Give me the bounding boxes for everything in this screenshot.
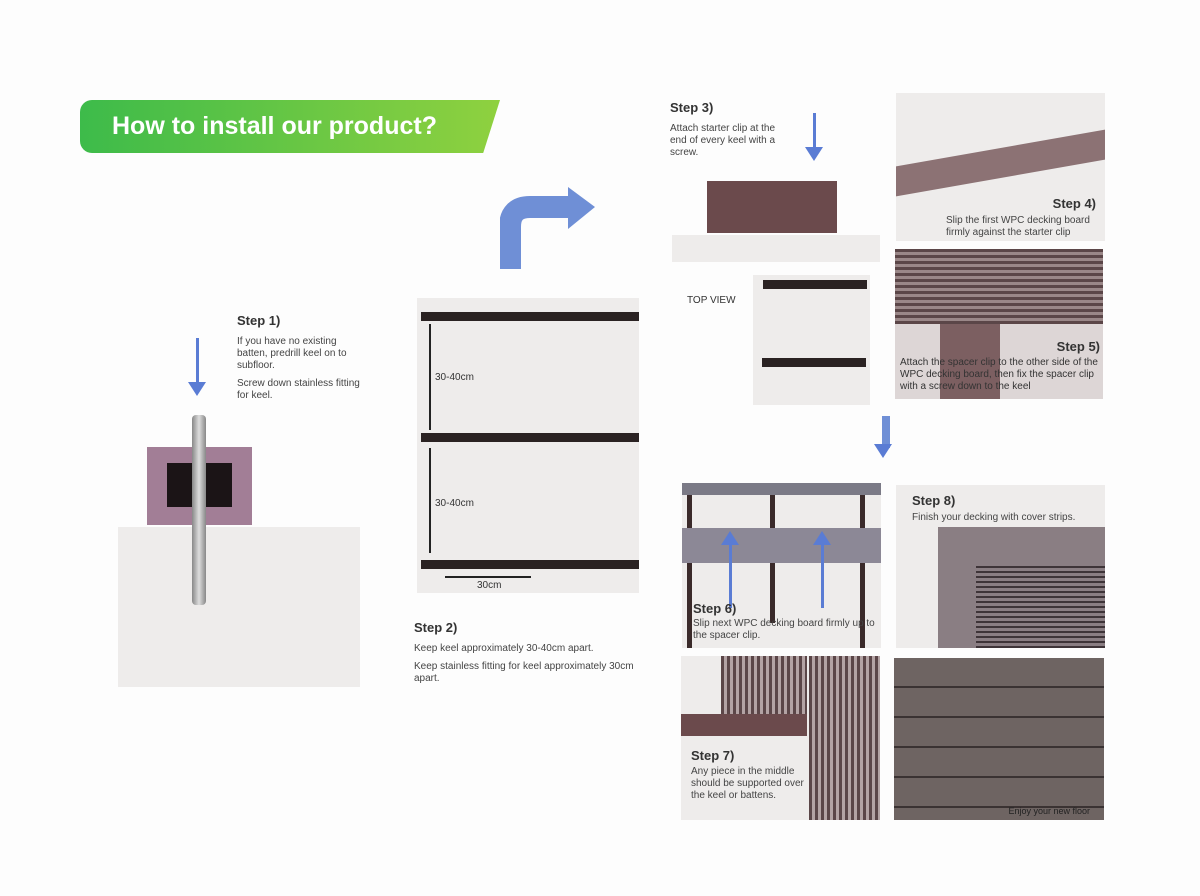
step4-label: Step 4)	[1052, 196, 1096, 211]
step6-text: Step 6) Slip next WPC decking board firm…	[693, 601, 878, 648]
ground-image	[672, 235, 880, 262]
down-arrow-icon	[874, 416, 892, 458]
dim-label: 30-40cm	[435, 372, 474, 383]
step1-label: Step 1)	[237, 313, 281, 328]
step1-text: Step 1) If you have no existing batten, …	[237, 313, 367, 408]
step3-desc: Attach starter clip at the end of every …	[670, 123, 776, 158]
step5-text: Step 5) Attach the spacer clip to the ot…	[900, 339, 1100, 399]
title-banner: How to install our product?	[80, 100, 500, 153]
step2-text: Step 2) Keep keel approximately 30-40cm …	[414, 620, 649, 691]
top-view-label: TOP VIEW	[687, 295, 736, 306]
step2-desc: Keep keel approximately 30-40cm apart.	[414, 643, 594, 654]
up-arrow-icon	[813, 531, 831, 608]
step3-label: Step 3)	[670, 100, 714, 115]
step8-text: Step 8) Finish your decking with cover s…	[912, 493, 1075, 530]
down-arrow-icon	[805, 113, 823, 161]
step8-image: Step 8) Finish your decking with cover s…	[896, 485, 1105, 648]
final-caption: Enjoy your new floor	[1008, 806, 1090, 816]
starter-clip-image	[707, 181, 837, 233]
step6-image: Step 6) Slip next WPC decking board firm…	[682, 483, 881, 648]
step5-desc: Attach the spacer clip to the other side…	[900, 357, 1098, 392]
keel-layout-diagram: 30-40cm 30-40cm 30cm	[417, 298, 639, 593]
step1-desc2: Screw down stainless fitting for keel.	[237, 378, 360, 401]
screw-image	[192, 415, 206, 605]
step4-image: Step 4) Slip the first WPC decking board…	[896, 93, 1105, 241]
dim-label: 30cm	[477, 580, 502, 591]
step3-text: Step 3) Attach starter clip at the end o…	[670, 100, 790, 165]
step6-label: Step 6)	[693, 601, 737, 616]
step6-desc: Slip next WPC decking board firmly up to…	[693, 618, 875, 641]
curved-arrow-icon	[499, 187, 595, 269]
dim-label: 30-40cm	[435, 498, 474, 509]
top-view-image	[753, 275, 870, 405]
step5-image: Step 5) Attach the spacer clip to the ot…	[895, 249, 1103, 399]
step7-image: Step 7) Any piece in the middle should b…	[681, 656, 880, 820]
step1-desc: If you have no existing batten, predrill…	[237, 336, 347, 371]
step2-label: Step 2)	[414, 620, 458, 635]
step4-text: Step 4) Slip the first WPC decking board…	[946, 196, 1096, 245]
step7-text: Step 7) Any piece in the middle should b…	[691, 748, 811, 808]
step8-desc: Finish your decking with cover strips.	[912, 512, 1076, 523]
page-title: How to install our product?	[112, 112, 437, 140]
finished-floor-image: Enjoy your new floor	[894, 658, 1104, 820]
step8-label: Step 8)	[912, 493, 956, 508]
down-arrow-icon	[188, 338, 206, 396]
step4-desc: Slip the first WPC decking board firmly …	[946, 215, 1090, 238]
step5-label: Step 5)	[1056, 339, 1100, 354]
step7-desc: Any piece in the middle should be suppor…	[691, 766, 804, 801]
up-arrow-icon	[721, 531, 739, 608]
step7-label: Step 7)	[691, 748, 735, 763]
step2-desc2: Keep stainless fitting for keel approxim…	[414, 661, 634, 684]
subfloor-image	[118, 527, 360, 687]
